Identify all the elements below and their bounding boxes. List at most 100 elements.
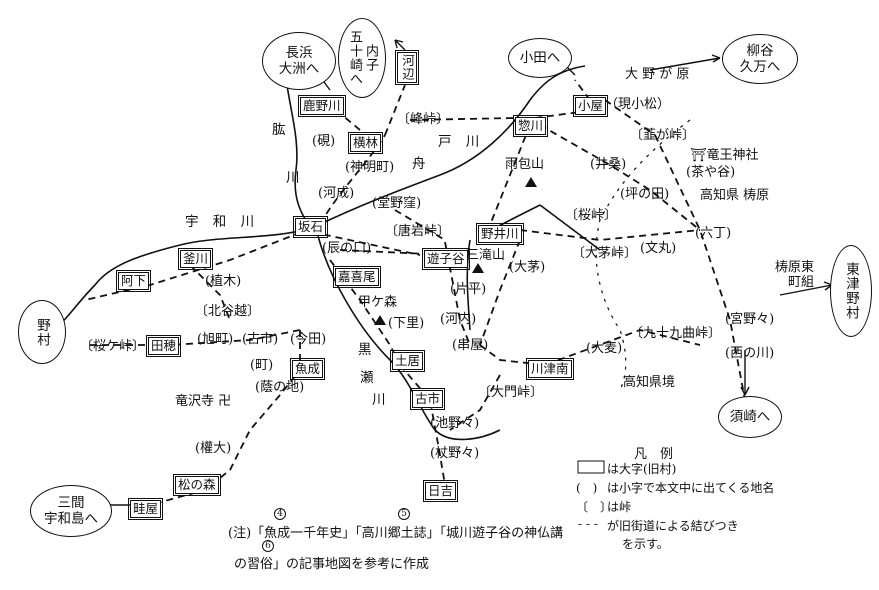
label-minetoge: 〔峰峠〕 (397, 112, 450, 127)
label-kan: (硯) (312, 134, 336, 149)
label-amatsutsumi: 雨包山 (505, 157, 545, 172)
river-kurose-3: 川 (372, 392, 391, 408)
box-kamagawa: 釜川 (177, 248, 214, 270)
kogamori-peak (374, 315, 386, 325)
note-line2: の習俗」の記事地図を参考に作成 (234, 557, 430, 572)
river-funato-1: 舟 (412, 156, 431, 172)
label-donokubo: (堂野窪) (372, 196, 422, 211)
legend-dash-sym: - - - (578, 517, 598, 531)
legend-title: 凡 例 (634, 447, 674, 462)
oval-oda-text: 小田へ (519, 50, 561, 66)
box-taho: 田穂 (145, 335, 182, 357)
label-ikenoya: (池野々) (430, 416, 480, 431)
box-furuichi: 古市 (409, 388, 446, 410)
oval-higashitsuno-text: 東津野村 (843, 262, 859, 320)
label-genkomatsu: （現小松） (605, 97, 671, 112)
oval-yanadani: 柳谷 久万へ (722, 34, 798, 84)
label-shinmeicho: (神明町) (345, 160, 395, 175)
label-yusuhara-higashi: 梼原東 町組 (775, 260, 815, 290)
box-koya: 小屋 (572, 95, 609, 117)
box-hiyoshi: 日吉 (422, 480, 459, 502)
label-ono-ga-hara: 大 野 が 原 (625, 67, 690, 82)
box-ashita: 阿下 (115, 270, 152, 292)
label-edanoya: (杖野々) (430, 446, 480, 461)
rivers (54, 65, 601, 441)
yusu-stream (466, 239, 471, 331)
label-omugi: (大麦) (586, 341, 623, 356)
oval-yanadani-text: 柳谷 久万へ (739, 43, 781, 75)
kurose-river (317, 235, 501, 441)
label-ryutakuji: 竜沢寺 卍 (175, 394, 232, 409)
label-sanryozan: 三滝山 (466, 248, 506, 263)
legend-bracket: は峠 (607, 500, 632, 514)
box-noikawa: 野井川 (476, 223, 524, 245)
oval-nomura: 野村 (18, 300, 66, 364)
label-sakuragatoge: 〔桜ケ峠〕 (80, 339, 146, 354)
label-shimozato: (下里) (388, 316, 425, 331)
label-karaiwatoge: 〔唐岩峠〕 (385, 224, 451, 239)
box-doi: 土居 (389, 350, 426, 372)
label-ryuo-shrine: ⛩竜王神社 (690, 148, 759, 163)
label-kitadanigoe: 〔北谷越〕 (195, 304, 261, 319)
label-bunmaru: (文丸) (640, 241, 677, 256)
label-nishinokawa: (西の川) (725, 346, 775, 361)
oval-uchiko: 内子 五十崎へ (338, 18, 386, 98)
river-hiji-1: 肱 (272, 122, 291, 138)
label-kouchi: (河内) (440, 312, 477, 327)
label-tatsunokuchi: (辰の口) (322, 241, 372, 256)
label-kochi-yusuhara: 高知県 梼原 (700, 188, 770, 203)
label-furuichi2: (古市) (242, 332, 279, 347)
label-miyanono: (宮野々) (725, 312, 775, 327)
oval-nagahama: 長浜 大洲へ (262, 32, 336, 90)
prefecture-border (595, 119, 691, 391)
uwa-river (54, 227, 313, 331)
label-okaya: (大茅) (509, 260, 546, 275)
box-matsunomori: 松の森 (173, 474, 221, 496)
river-funato-2: 戸 川 (438, 134, 485, 150)
label-kushiya: (串屋) (452, 338, 489, 353)
box-kobe: 河辺 (395, 50, 419, 85)
box-uneya: 畦屋 (127, 498, 164, 520)
note-ref-5: 5 (398, 508, 410, 520)
label-omontoge: 〔大門峠〕 (478, 385, 544, 400)
label-kochi-border: 高知県境 (623, 375, 676, 390)
oval-uchiko-text: 内子 五十崎へ (347, 30, 378, 86)
label-sakuratoge: 〔桜峠〕 (565, 208, 618, 223)
box-yokobayashi: 横林 (347, 132, 384, 154)
funato-river (311, 65, 586, 229)
old-roads (84, 79, 746, 506)
river-kurose-1: 黒 (358, 342, 377, 358)
box-kawazuminami: 川津南 (526, 358, 574, 380)
river-hiji-2: 川 (286, 170, 305, 186)
label-kagenochi: (蔭の地) (255, 380, 305, 395)
legend-bracket-sym: 〔 〕 (576, 500, 613, 514)
oval-nagahama-text: 長浜 大洲へ (278, 45, 320, 77)
river-kurose-2: 瀬 (360, 370, 379, 386)
label-kujukumagari: 〔九十九曲峠〕 (630, 326, 722, 341)
note-ref-4: 4 (274, 508, 286, 520)
legend-paren-sym: ( ) (576, 481, 598, 495)
box-sogawa: 惣川 (512, 115, 549, 137)
label-chayadani: (茶や谷) (686, 165, 736, 180)
box-uona: 魚成 (289, 358, 326, 380)
sanryozan-peak (472, 263, 484, 273)
legend-rect (577, 460, 605, 474)
mountains (374, 177, 537, 325)
note-line1: (注)「魚成一千年史」「高川郷土誌」「城川遊子谷の神仏講 (228, 526, 564, 541)
label-uegi: (植木) (205, 274, 242, 289)
note-ref-6: 6 (262, 540, 274, 552)
oval-higashitsuno: 東津野村 (830, 245, 872, 337)
legend-box: は大字(旧村) (607, 462, 677, 476)
oval-mima-text: 三間 宇和島へ (44, 495, 98, 527)
label-kawanari: (河成) (318, 186, 355, 201)
label-imada: (今田) (290, 332, 327, 347)
box-kakio: 嘉喜尾 (333, 266, 381, 288)
label-nirogatoge: 〔韮が峠〕 (630, 128, 696, 143)
legend-dash: が旧街道による結びつき (607, 519, 739, 533)
hiji-river (285, 77, 313, 231)
label-gondai: (權大) (195, 441, 232, 456)
amatsutsumi-peak (525, 177, 537, 187)
label-isou: (井桑) (590, 157, 627, 172)
legend-dash2: を示す。 (622, 537, 669, 551)
label-tsubonota: (坪の田) (620, 187, 670, 202)
